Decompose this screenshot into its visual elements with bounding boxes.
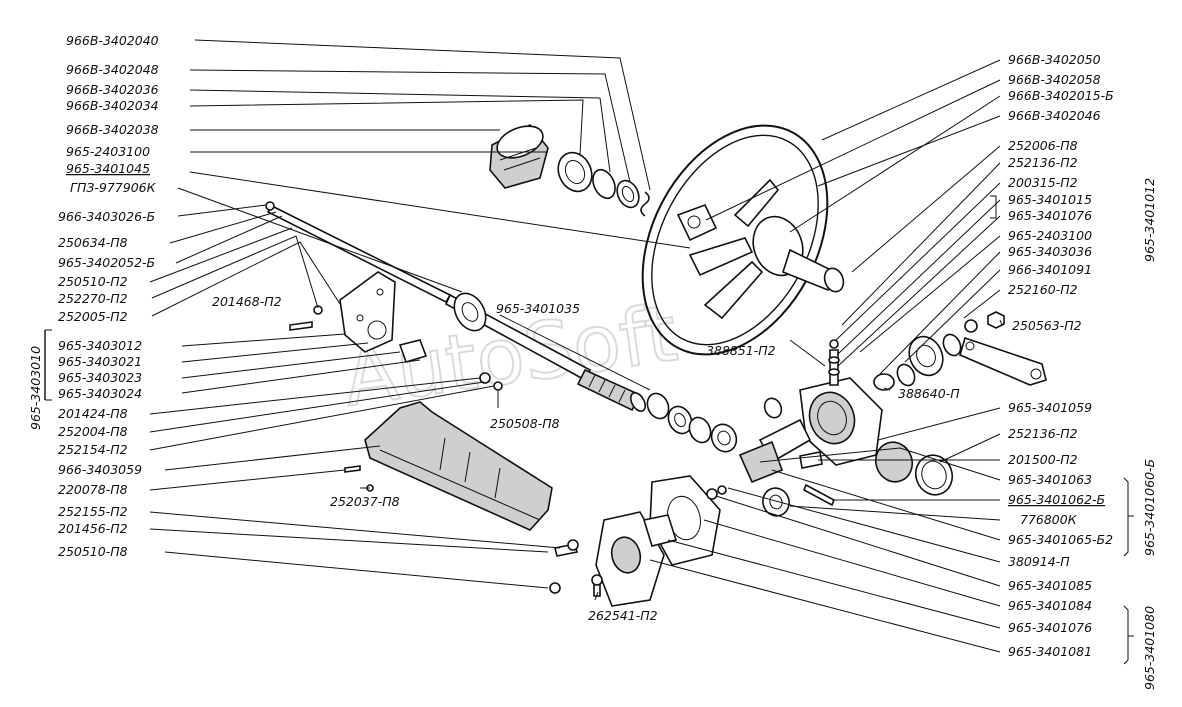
right-small-parts — [762, 311, 1047, 517]
label-l45: 250563-П2 — [1012, 318, 1082, 333]
label-l52: 965-3401062-Б — [1008, 492, 1105, 507]
steering-shaft — [265, 201, 647, 412]
label-l18: 965-3403023 — [58, 370, 142, 385]
label-l25: 220078-П8 — [58, 482, 128, 497]
group-labels: 965-3403010 965-3401012 965-3401060-Б 96… — [28, 178, 1157, 690]
label-l42: 965-3403036 — [1008, 244, 1092, 259]
label-l40: 965-3401076 — [1008, 208, 1092, 223]
rings-upper — [557, 151, 650, 217]
label-l34: 966В-3402015-Б — [1008, 88, 1114, 103]
group-label-g3: 965-3401060-Б — [1142, 459, 1157, 556]
label-l22: 252154-П2 — [58, 442, 128, 457]
label-l26: 252037-П8 — [330, 494, 400, 509]
group-label-g2: 965-3401012 — [1142, 178, 1157, 262]
label-l23: 250508-П8 — [490, 416, 560, 431]
horn-cap — [489, 123, 549, 189]
label-l20: 201424-П8 — [58, 406, 128, 421]
label-l28: 201456-П2 — [58, 521, 128, 536]
label-l09: 966-3403026-Б — [58, 209, 155, 224]
label-l02: 966В-3402048 — [66, 62, 159, 77]
label-l56: 965-3401085 — [1008, 578, 1092, 593]
group-label-g4: 965-3401080 — [1142, 606, 1157, 690]
label-l55: 380914-П — [1008, 554, 1070, 569]
gear-housing — [738, 339, 883, 484]
label-l06: 965-2403100 — [66, 144, 150, 159]
label-l03: 966В-3402036 — [66, 82, 159, 97]
label-l19: 965-3403024 — [58, 386, 142, 401]
column-bracket — [289, 271, 503, 391]
label-l14: 252005-П2 — [58, 309, 128, 324]
leader-lines — [44, 39, 1134, 665]
label-l30: 262541-П2 — [588, 608, 658, 623]
label-l01: 966В-3402040 — [66, 33, 159, 48]
label-l04: 966В-3402034 — [66, 98, 159, 113]
label-l48: 965-3401059 — [1008, 400, 1092, 415]
label-l49: 252136-П2 — [1008, 426, 1078, 441]
label-l54: 965-3401065-Б2 — [1008, 532, 1113, 547]
label-l21: 252004-П8 — [58, 424, 128, 439]
label-l35: 966В-3402046 — [1008, 108, 1101, 123]
label-l59: 965-3401081 — [1008, 644, 1092, 659]
lower-column-rings — [646, 392, 783, 453]
part-labels: 966В-3402040 966В-3402048 966В-3402036 9… — [58, 33, 1114, 659]
label-l47: 388640-П — [898, 386, 960, 401]
group-label-g1: 965-3403010 — [28, 346, 43, 430]
label-l27: 252155-П2 — [58, 504, 128, 519]
label-l15: 201468-П2 — [212, 294, 282, 309]
label-l32: 966В-3402050 — [1008, 52, 1101, 67]
label-l05: 966В-3402038 — [66, 122, 159, 137]
label-l13: 252270-П2 — [58, 291, 128, 306]
label-l31: 965-3401035 — [496, 301, 580, 316]
label-l37: 252136-П2 — [1008, 155, 1078, 170]
label-l58: 965-3401076 — [1008, 620, 1092, 635]
label-l51: 965-3401063 — [1008, 472, 1092, 487]
label-l36: 252006-П8 — [1008, 138, 1078, 153]
label-l44: 252160-П2 — [1008, 282, 1078, 297]
bottom-covers — [591, 475, 727, 607]
label-l38: 200315-П2 — [1008, 175, 1078, 190]
label-l10: 250634-П8 — [58, 235, 128, 250]
label-l50: 201500-П2 — [1008, 452, 1078, 467]
label-l16: 965-3403012 — [58, 338, 142, 353]
label-l57: 965-3401084 — [1008, 598, 1092, 613]
label-l43: 966-3401091 — [1008, 262, 1092, 277]
label-l24: 966-3403059 — [58, 462, 142, 477]
label-l11: 965-3402052-Б — [58, 255, 155, 270]
label-l12: 250510-П2 — [58, 274, 128, 289]
label-l07: 965-3401045 — [66, 161, 150, 176]
label-l33: 966В-3402058 — [1008, 72, 1101, 87]
label-l39: 965-3401015 — [1008, 192, 1092, 207]
label-l17: 965-3403021 — [58, 354, 142, 369]
label-l46: 388851-П2 — [706, 343, 776, 358]
label-l08: ГПЗ-977906К — [70, 180, 157, 195]
column-shroud — [344, 401, 579, 594]
label-l41: 965-2403100 — [1008, 228, 1092, 243]
label-l29: 250510-П8 — [58, 544, 128, 559]
label-l53: 776800К — [1020, 512, 1078, 527]
